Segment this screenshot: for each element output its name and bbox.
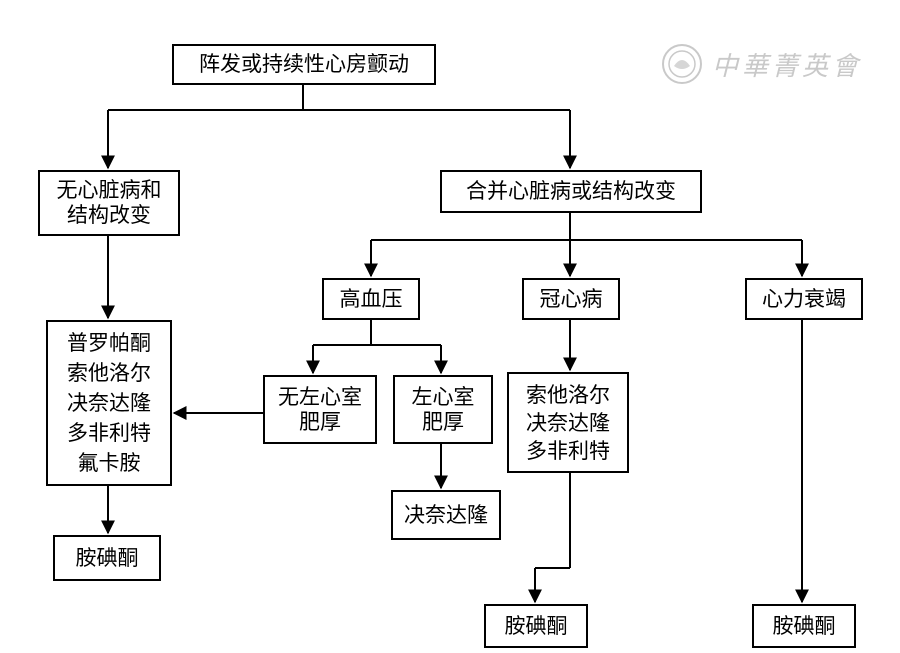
node-dronedarone: 决奈达隆 bbox=[391, 490, 501, 540]
node-no-heart-disease: 无心脏病和 结构改变 bbox=[38, 170, 180, 236]
node-hypertension: 高血压 bbox=[322, 278, 420, 320]
node-lvh: 左心室 肥厚 bbox=[393, 375, 493, 444]
node-coronary-heart-disease: 冠心病 bbox=[522, 278, 620, 320]
node-drugs-chd: 索他洛尔 决奈达隆 多非利特 bbox=[507, 372, 629, 473]
node-amiodarone-left: 胺碘酮 bbox=[53, 535, 161, 581]
node-drugs-left: 普罗帕酮 索他洛尔 决奈达隆 多非利特 氟卡胺 bbox=[46, 320, 172, 486]
watermark-logo: 中華菁英會 bbox=[660, 42, 880, 86]
watermark-text: 中華菁英會 bbox=[712, 51, 863, 82]
node-heart-failure: 心力衰竭 bbox=[745, 278, 863, 320]
node-atrial-fibrillation: 阵发或持续性心房颤动 bbox=[172, 44, 436, 85]
node-amiodarone-mid: 胺碘酮 bbox=[484, 604, 588, 648]
seal-icon bbox=[662, 44, 702, 84]
node-no-lvh: 无左心室 肥厚 bbox=[263, 375, 377, 444]
node-with-heart-disease: 合并心脏病或结构改变 bbox=[440, 170, 702, 213]
node-amiodarone-right: 胺碘酮 bbox=[752, 604, 856, 648]
